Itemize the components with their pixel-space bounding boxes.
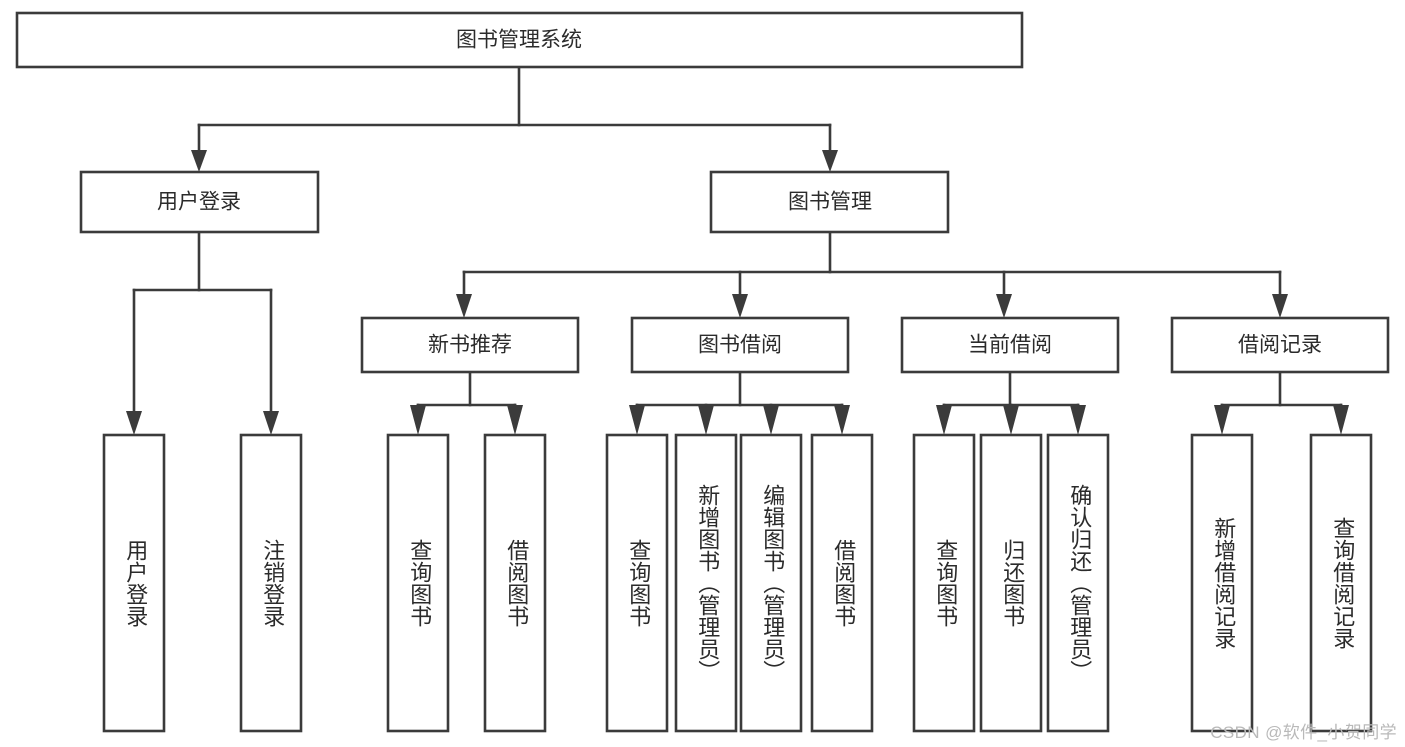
node-root[interactable]: 图书管理系统 (15, 11, 1024, 69)
node-leaf-confirm-return-box[interactable] (1046, 433, 1110, 733)
arrow-head-book-manage (822, 150, 838, 172)
arrow-head-leaf-query-book-3 (936, 405, 952, 435)
node-leaf-user-logout-box[interactable] (239, 433, 303, 733)
node-root-label: 图书管理系统 (456, 29, 582, 52)
node-leaf-borrow-book-1-box[interactable] (483, 433, 547, 733)
node-leaf-query-record-box[interactable] (1309, 433, 1373, 733)
node-leaf-add-record-box[interactable] (1190, 433, 1254, 733)
arrow-head-leaf-return-book (1003, 405, 1019, 435)
node-root-box[interactable] (15, 11, 1024, 69)
node-leaf-query-book-3[interactable]: 查询图书 (912, 433, 976, 733)
node-leaf-borrow-book-2-label: 借阅图书 (831, 539, 856, 627)
node-leaf-user-logout[interactable]: 注销登录 (239, 433, 303, 733)
connector-layer (126, 65, 1349, 435)
node-new-book-rec[interactable]: 新书推荐 (360, 316, 580, 374)
node-leaf-confirm-return[interactable]: 确认归还（管理员） (1046, 433, 1110, 733)
node-user-login[interactable]: 用户登录 (79, 170, 320, 234)
arrow-head-user-login (191, 150, 207, 172)
arrow-head-leaf-add-record (1214, 405, 1230, 435)
node-leaf-query-book-1-box[interactable] (386, 433, 450, 733)
node-leaf-add-record[interactable]: 新增借阅记录 (1190, 433, 1254, 733)
arrow-head-leaf-query-record (1333, 405, 1349, 435)
node-leaf-add-book[interactable]: 新增图书（管理员） (674, 433, 738, 733)
node-leaf-query-book-3-label: 查询图书 (933, 539, 958, 627)
node-borrow-record-label: 借阅记录 (1238, 334, 1322, 357)
node-leaf-borrow-book-1[interactable]: 借阅图书 (483, 433, 547, 733)
arrow-head-leaf-confirm-return (1070, 405, 1086, 435)
node-book-manage-label: 图书管理 (788, 191, 872, 214)
node-leaf-return-book-label: 归还图书 (1000, 539, 1025, 627)
node-leaf-query-record-label: 查询借阅记录 (1330, 517, 1355, 649)
node-leaf-query-book-2-box[interactable] (605, 433, 669, 733)
arrow-head-borrow-record (1272, 294, 1288, 318)
node-leaf-edit-book-box[interactable] (739, 433, 803, 733)
node-book-borrow[interactable]: 图书借阅 (630, 316, 850, 374)
arrow-head-leaf-edit-book (763, 405, 779, 435)
node-book-manage[interactable]: 图书管理 (709, 170, 950, 234)
arrow-head-leaf-borrow-book-1 (507, 405, 523, 435)
node-leaf-edit-book-label: 编辑图书（管理员） (760, 484, 785, 682)
arrow-head-new-book-rec (456, 294, 472, 318)
arrow-head-current-borrow (996, 294, 1012, 318)
node-leaf-add-record-label: 新增借阅记录 (1211, 517, 1236, 649)
node-user-login-label: 用户登录 (157, 191, 241, 214)
node-current-borrow[interactable]: 当前借阅 (900, 316, 1120, 374)
node-leaf-user-logout-label: 注销登录 (260, 539, 285, 627)
node-borrow-record-box[interactable] (1170, 316, 1390, 374)
node-leaf-query-book-2[interactable]: 查询图书 (605, 433, 669, 733)
arrow-head-leaf-add-book (698, 405, 714, 435)
arrow-head-leaf-user-logout (263, 411, 279, 435)
node-current-borrow-box[interactable] (900, 316, 1120, 374)
node-book-borrow-label: 图书借阅 (698, 334, 782, 357)
node-leaf-query-book-3-box[interactable] (912, 433, 976, 733)
node-leaf-user-login-box[interactable] (102, 433, 166, 733)
arrow-head-book-borrow (732, 294, 748, 318)
node-leaf-borrow-book-1-label: 借阅图书 (504, 539, 529, 627)
node-leaf-query-book-2-label: 查询图书 (626, 539, 651, 627)
arrow-head-leaf-user-login (126, 411, 142, 435)
node-leaf-query-record[interactable]: 查询借阅记录 (1309, 433, 1373, 733)
node-leaf-borrow-book-2-box[interactable] (810, 433, 874, 733)
node-borrow-record[interactable]: 借阅记录 (1170, 316, 1390, 374)
node-user-login-box[interactable] (79, 170, 320, 234)
node-leaf-user-login[interactable]: 用户登录 (102, 433, 166, 733)
arrow-head-leaf-borrow-book-2 (834, 405, 850, 435)
node-book-manage-box[interactable] (709, 170, 950, 234)
node-leaf-edit-book[interactable]: 编辑图书（管理员） (739, 433, 803, 733)
node-leaf-user-login-label: 用户登录 (123, 539, 148, 627)
arrow-head-leaf-query-book-1 (410, 405, 426, 435)
node-leaf-borrow-book-2[interactable]: 借阅图书 (810, 433, 874, 733)
node-leaf-return-book[interactable]: 归还图书 (979, 433, 1043, 733)
arrow-head-leaf-query-book-2 (629, 405, 645, 435)
node-leaf-query-book-1-label: 查询图书 (407, 539, 432, 627)
node-leaf-add-book-label: 新增图书（管理员） (695, 484, 720, 682)
node-leaf-return-book-box[interactable] (979, 433, 1043, 733)
node-book-borrow-box[interactable] (630, 316, 850, 374)
node-new-book-rec-box[interactable] (360, 316, 580, 374)
node-leaf-add-book-box[interactable] (674, 433, 738, 733)
node-current-borrow-label: 当前借阅 (968, 334, 1052, 357)
node-new-book-rec-label: 新书推荐 (428, 334, 512, 357)
node-leaf-query-book-1[interactable]: 查询图书 (386, 433, 450, 733)
node-leaf-confirm-return-label: 确认归还（管理员） (1067, 484, 1092, 682)
